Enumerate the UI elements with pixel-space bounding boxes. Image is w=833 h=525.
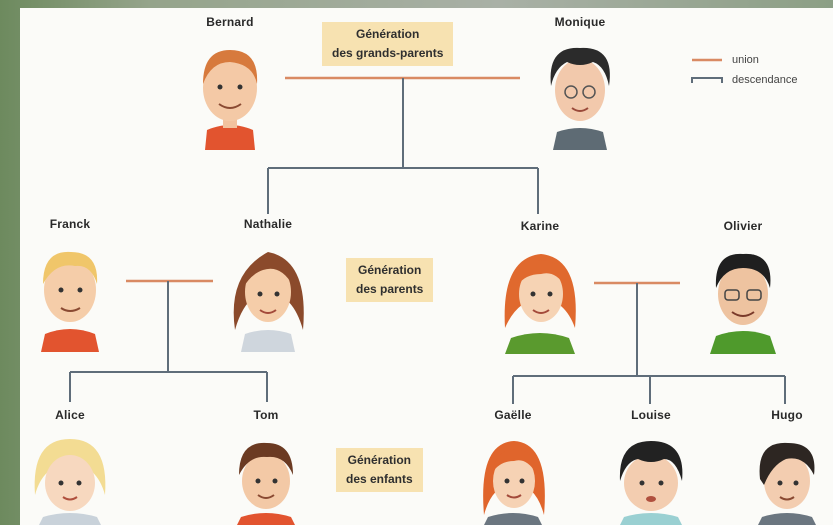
generation-label-line1: Génération bbox=[356, 27, 420, 41]
gaelle-portrait-icon bbox=[483, 441, 545, 525]
generation-label-parents: Génération des parents bbox=[346, 258, 434, 302]
tom-portrait-icon bbox=[237, 442, 295, 525]
nathalie-portrait-icon bbox=[233, 252, 304, 352]
franck-portrait-icon bbox=[41, 251, 99, 352]
person-name: Monique bbox=[554, 15, 606, 29]
monique-portrait-icon bbox=[550, 47, 610, 150]
person-bernard: Bernard bbox=[175, 14, 285, 150]
descendance-line-icon bbox=[691, 77, 723, 83]
olivier-portrait-icon bbox=[710, 253, 776, 354]
person-name: Bernard bbox=[206, 15, 254, 29]
person-nathalie: Nathalie bbox=[213, 216, 323, 352]
person-name: Alice bbox=[55, 408, 85, 422]
person-name: Hugo bbox=[771, 408, 803, 422]
person-alice: Alice bbox=[15, 407, 125, 525]
person-name: Nathalie bbox=[243, 217, 293, 231]
person-name: Olivier bbox=[723, 219, 763, 233]
generation-label-grandparents: Génération des grands-parents bbox=[322, 22, 454, 66]
hugo-portrait-icon bbox=[758, 442, 816, 525]
person-name: Louise bbox=[631, 408, 671, 422]
person-tom: Tom bbox=[211, 407, 321, 525]
generation-label-line1: Génération bbox=[347, 453, 412, 467]
person-olivier: Olivier bbox=[688, 218, 798, 354]
person-franck: Franck bbox=[15, 216, 125, 352]
person-gaelle: Gaëlle bbox=[458, 407, 568, 525]
person-hugo: Hugo bbox=[732, 407, 833, 525]
generation-label-line2: des grands-parents bbox=[332, 46, 444, 60]
legend-union-label: union bbox=[732, 54, 759, 66]
person-monique: Monique bbox=[525, 14, 635, 150]
person-name: Tom bbox=[253, 408, 279, 422]
legend-descendance-label: descendance bbox=[732, 74, 798, 86]
legend: union descendance bbox=[690, 50, 797, 90]
union-line-icon bbox=[692, 58, 722, 62]
generation-label-children: Génération des enfants bbox=[336, 448, 423, 492]
generation-label-line1: Génération bbox=[358, 263, 422, 277]
person-name: Gaëlle bbox=[494, 408, 532, 422]
person-louise: Louise bbox=[596, 407, 706, 525]
person-name: Franck bbox=[49, 217, 91, 231]
karine-portrait-icon bbox=[504, 254, 576, 354]
bernard-portrait-icon bbox=[203, 50, 258, 150]
person-karine: Karine bbox=[485, 218, 595, 354]
alice-portrait-icon bbox=[34, 439, 106, 525]
legend-union: union bbox=[690, 50, 797, 70]
louise-portrait-icon bbox=[619, 441, 683, 525]
generation-label-line2: des parents bbox=[356, 282, 424, 296]
legend-descendance: descendance bbox=[690, 70, 797, 90]
person-name: Karine bbox=[520, 219, 560, 233]
generation-label-line2: des enfants bbox=[346, 472, 413, 486]
